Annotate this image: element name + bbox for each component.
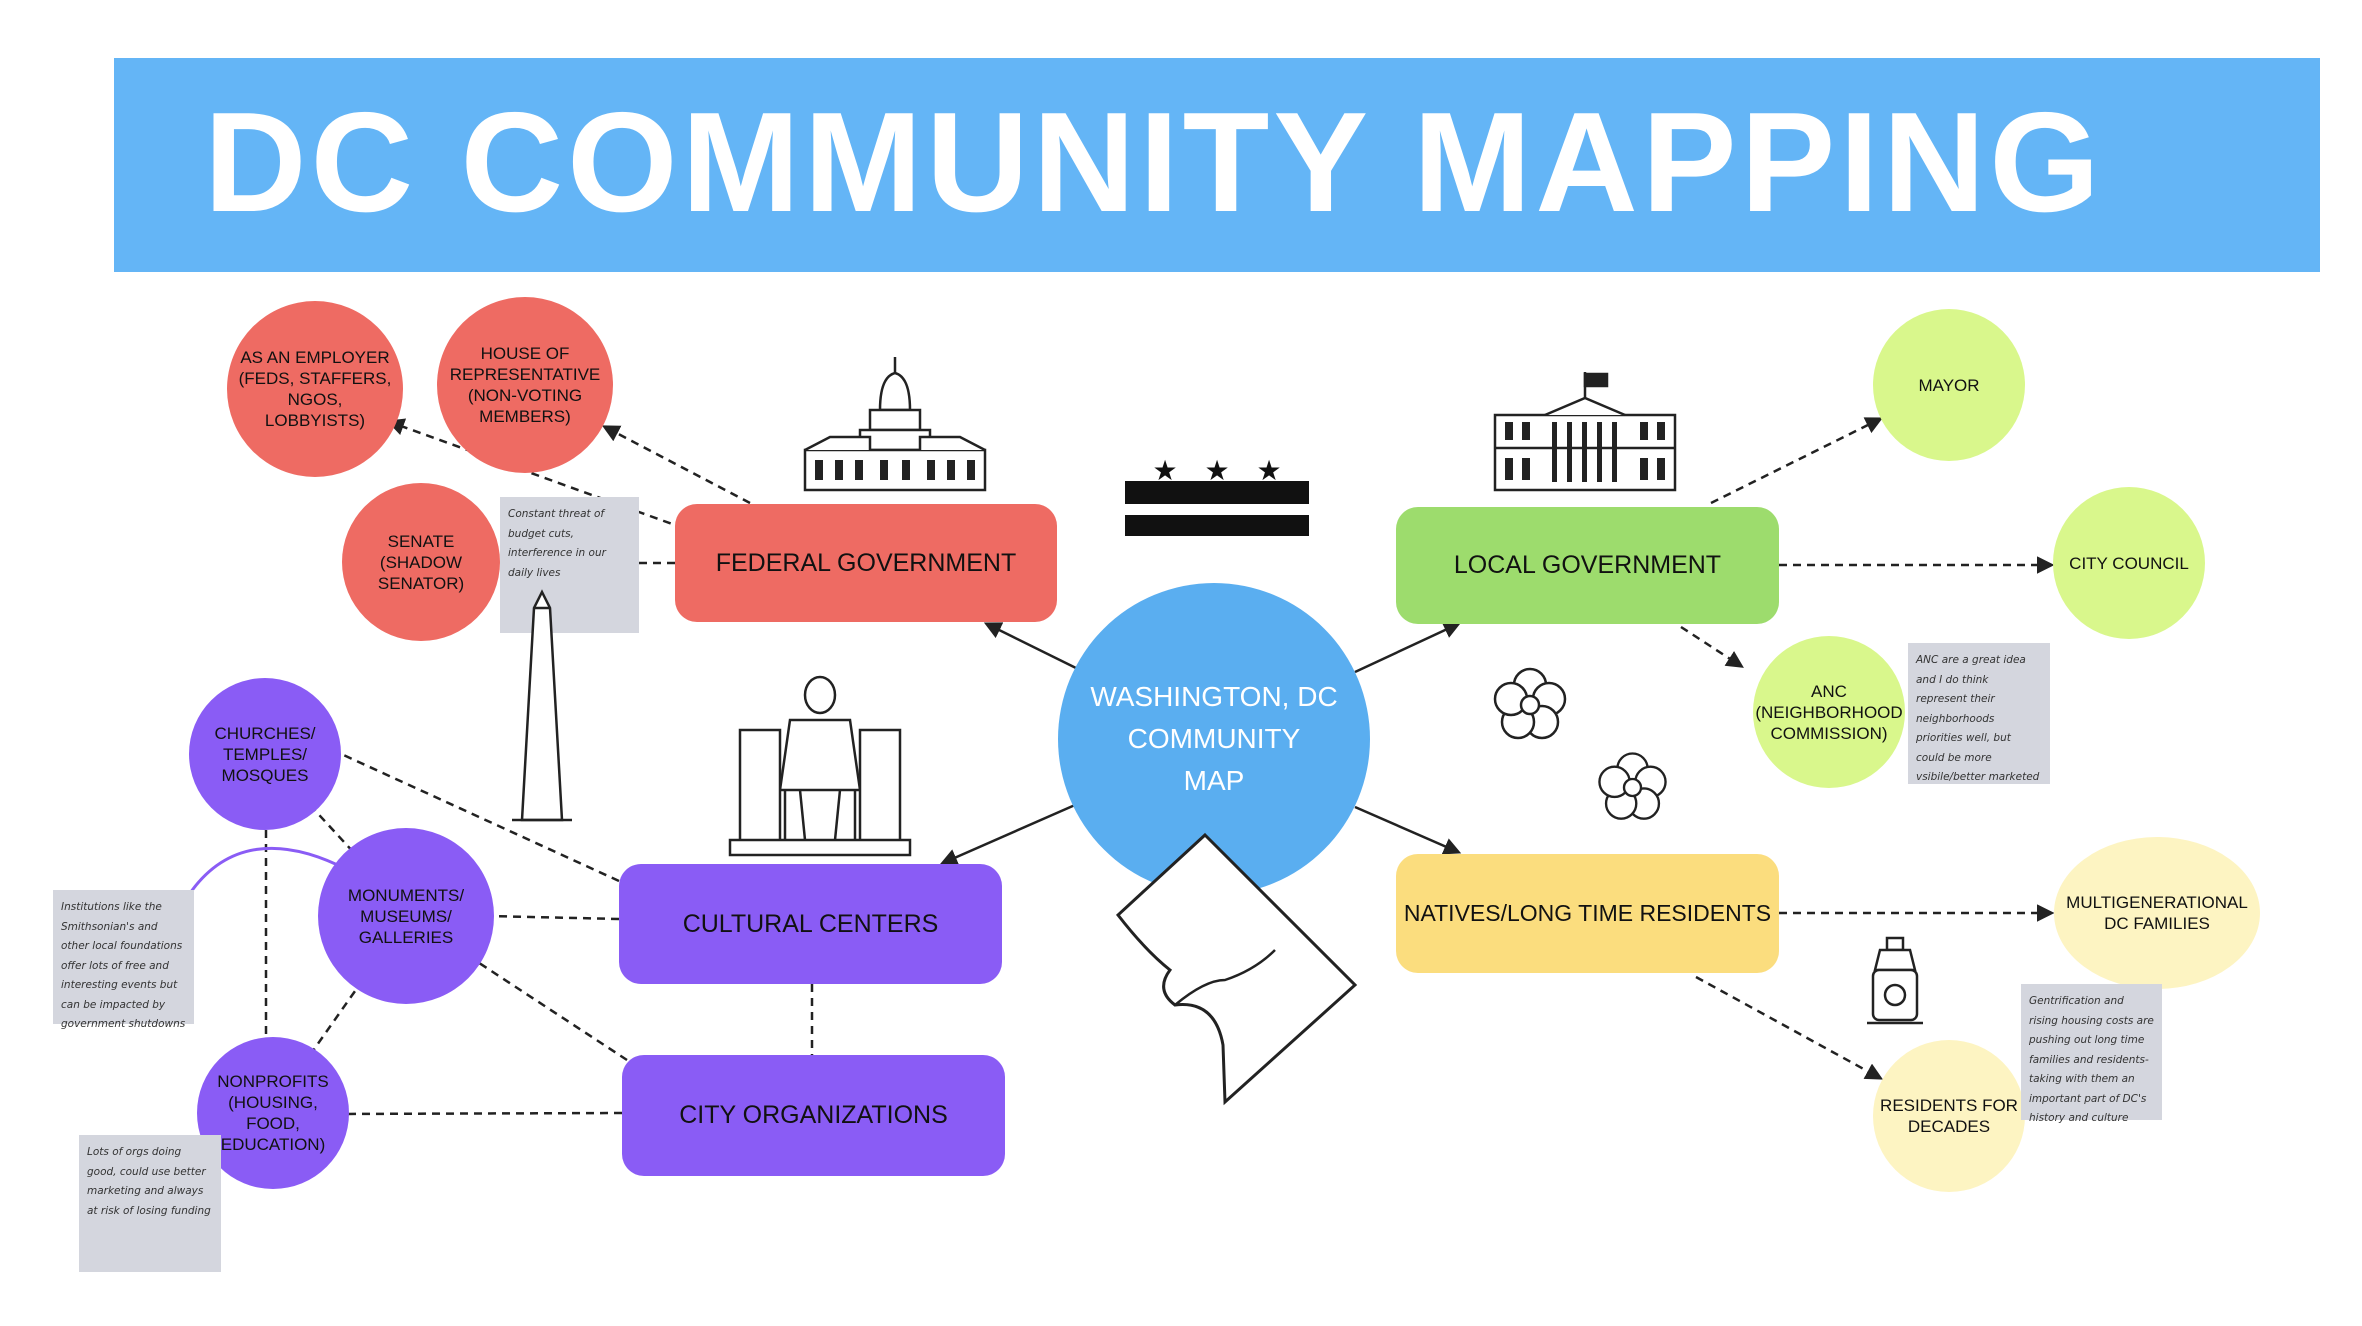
node-city-council: CITY COUNCIL [2053, 487, 2205, 639]
curved-arrow [175, 846, 349, 919]
note-anc: ANC are a great idea and I do think repr… [1908, 643, 2050, 784]
connector-natives-residents [1695, 975, 1884, 1080]
hub-city-organizations: CITY ORGANIZATIONS [622, 1055, 1005, 1176]
connector-cityorgs-nonprofits [329, 1111, 623, 1116]
note-natives: Gentrification and rising housing costs … [2021, 984, 2162, 1124]
connector-churches-monuments [309, 804, 357, 856]
connector-nonprofits-monuments [308, 983, 362, 1056]
connector-center-federal [983, 622, 1079, 671]
dc-map-outline-icon [1115, 832, 1358, 1106]
connector-federal-employer [386, 418, 698, 535]
white-house-icon [1493, 372, 1677, 492]
page-title: DC COMMUNITY MAPPING [204, 83, 2104, 242]
note-nonprofits: Lots of orgs doing good, could use bette… [79, 1135, 221, 1272]
connector-center-natives [1354, 805, 1462, 855]
connector-local-mayor [1710, 417, 1884, 505]
svg-text:★: ★ [1256, 455, 1281, 486]
cherry-blossom-icon [1493, 667, 1567, 740]
lincoln-memorial-icon [728, 675, 912, 857]
node-mayor: MAYOR [1873, 309, 2025, 461]
node-employer: AS AN EMPLOYER (FEDS, STAFFERS, NGOS, LO… [227, 301, 403, 477]
washington-monument-icon [512, 589, 572, 822]
connector-cultural-monuments [487, 914, 620, 921]
connector-center-cultural [939, 803, 1076, 866]
hub-natives: NATIVES/LONG TIME RESIDENTS [1396, 854, 1779, 973]
svg-text:★: ★ [1152, 455, 1177, 486]
note-monuments: Institutions like the Smithsonian's and … [53, 890, 194, 1030]
dc-flag-icon: ★ ★ ★ [1125, 455, 1309, 536]
node-churches: CHURCHES/ TEMPLES/ MOSQUES [189, 678, 341, 830]
svg-text:★: ★ [1204, 455, 1229, 486]
hub-cultural-centers: CULTURAL CENTERS [619, 864, 1002, 984]
node-senate: SENATE (SHADOW SENATOR) [342, 483, 500, 641]
node-residents-decades: RESIDENTS FOR DECADES [1873, 1040, 2025, 1192]
node-house: HOUSE OF REPRESENTATIVE (NON-VOTING MEMB… [437, 297, 613, 473]
title-banner: DC COMMUNITY MAPPING [114, 58, 2320, 272]
node-anc: ANC (NEIGHBORHOOD COMMISSION) [1753, 636, 1905, 788]
hub-local-government: LOCAL GOVERNMENT [1396, 507, 1779, 624]
connector-local-anc [1680, 625, 1744, 668]
connector-federal-house [601, 425, 751, 505]
hydrant-icon [1867, 936, 1923, 1025]
node-nonprofits: NONPROFITS (HOUSING, FOOD, EDUCATION) [197, 1037, 349, 1189]
connector-cityorgs-monuments [469, 955, 628, 1062]
node-multigenerational: MULTIGENERATIONAL DC FAMILIES [2054, 837, 2260, 989]
us-capitol-icon [803, 357, 987, 492]
node-monuments: MONUMENTS/ MUSEUMS/ GALLERIES [318, 828, 494, 1004]
hub-federal-government: FEDERAL GOVERNMENT [675, 504, 1057, 622]
note-federal: Constant threat of budget cuts, interfer… [500, 497, 639, 633]
connector-center-local [1354, 621, 1462, 674]
cherry-blossom-icon [1598, 752, 1667, 820]
